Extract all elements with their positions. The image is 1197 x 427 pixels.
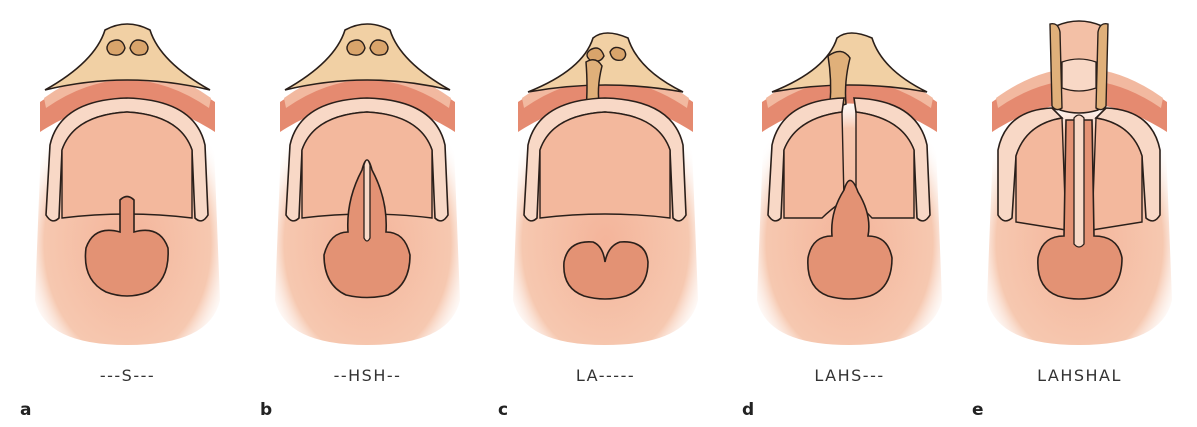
- cleft-code-d: LAHS---: [732, 366, 967, 385]
- panel-letter-a: a: [20, 400, 31, 420]
- panel-d: LAHS--- d: [732, 0, 967, 427]
- illustration-d: [732, 0, 967, 345]
- nose-base: [285, 24, 450, 90]
- nostril-left: [347, 40, 365, 55]
- illustration-a: [10, 0, 245, 345]
- nostril-left: [107, 40, 125, 55]
- illustration-e: [962, 0, 1197, 345]
- cleft-code-c: LA-----: [488, 366, 723, 385]
- panel-b: --HSH-- b: [250, 0, 485, 427]
- nostril-right: [610, 47, 626, 60]
- vomer: [1074, 115, 1084, 247]
- panel-letter-b: b: [260, 400, 272, 420]
- cleft-lip-right: [1096, 24, 1108, 110]
- panel-a: ---S--- a: [10, 0, 245, 427]
- premaxilla-segment: [1062, 59, 1096, 91]
- cleft-lip-left: [1050, 24, 1062, 110]
- nose-base: [45, 24, 210, 90]
- panel-letter-d: d: [742, 400, 754, 420]
- panel-letter-c: c: [498, 400, 508, 420]
- panel-e: LAHSHAL e: [962, 0, 1197, 427]
- nostril-right: [370, 40, 388, 55]
- nostril-right: [130, 40, 148, 55]
- panel-letter-e: e: [972, 400, 984, 420]
- nose-base: [528, 33, 683, 92]
- panel-c: LA----- c: [488, 0, 723, 427]
- illustration-c: [488, 0, 723, 345]
- cleft-code-e: LAHSHAL: [962, 366, 1197, 385]
- palate-surface: [540, 112, 670, 218]
- vomer: [364, 160, 370, 241]
- cleft-code-a: ---S---: [10, 366, 245, 385]
- illustration-b: [250, 0, 485, 345]
- cleft-code-b: --HSH--: [250, 366, 485, 385]
